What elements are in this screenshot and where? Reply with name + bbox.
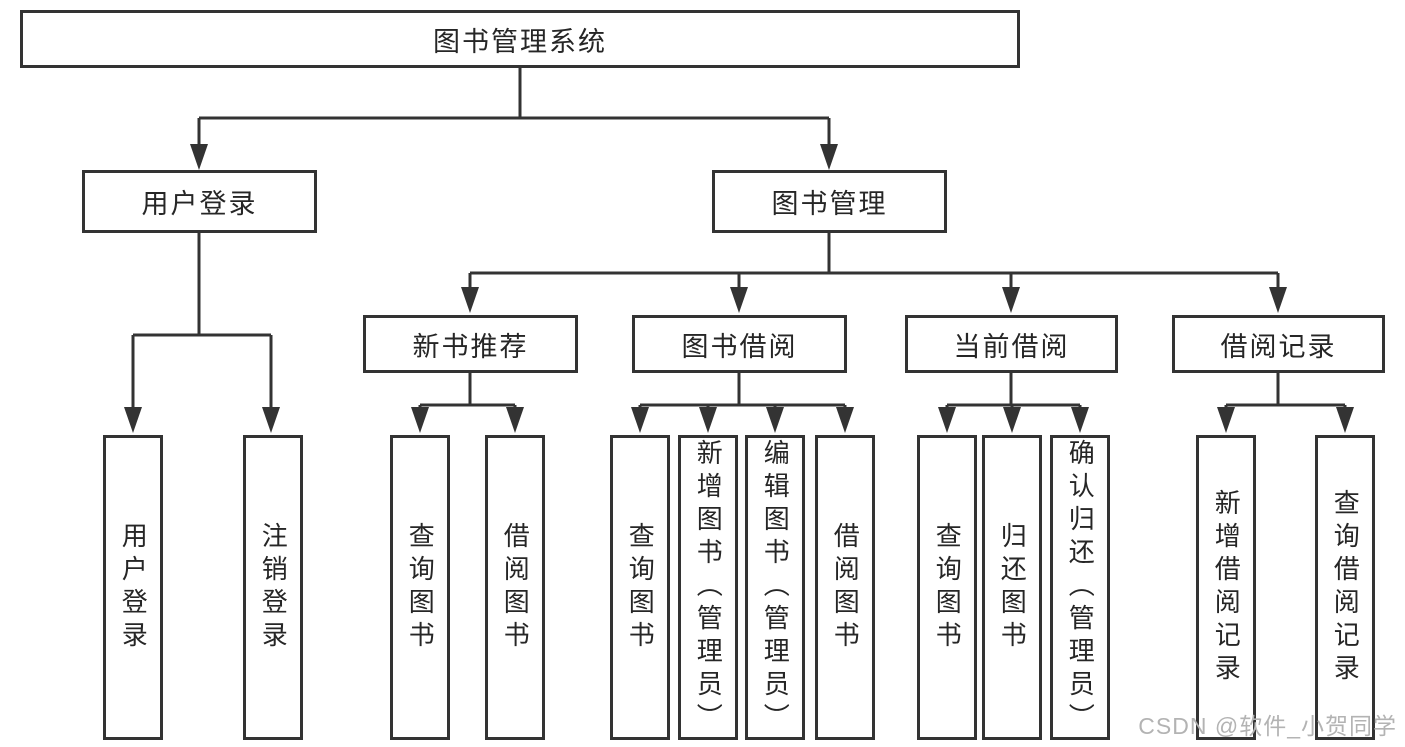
- leaf-return-book: 归还图书: [982, 435, 1042, 740]
- leaf-confirm-return-admin-label: 确认归还（管理员）: [1065, 439, 1096, 736]
- leaf-edit-book-admin: 编辑图书（管理员）: [745, 435, 805, 740]
- node-user-login: 用户登录: [82, 170, 317, 233]
- node-book-borrow-label: 图书借阅: [681, 331, 798, 362]
- leaf-add-borrow-record-label: 新增借阅记录: [1211, 488, 1242, 687]
- leaf-query-books-1-label: 查询图书: [405, 521, 436, 654]
- node-borrow-records: 借阅记录: [1172, 315, 1385, 373]
- leaf-query-books-1: 查询图书: [390, 435, 450, 740]
- node-current-borrow: 当前借阅: [905, 315, 1118, 373]
- leaf-user-login-label: 用户登录: [118, 521, 149, 654]
- leaf-edit-book-admin-label: 编辑图书（管理员）: [760, 439, 791, 736]
- node-book-management: 图书管理: [712, 170, 947, 233]
- node-root: 图书管理系统: [20, 10, 1020, 68]
- leaf-query-books-3: 查询图书: [917, 435, 977, 740]
- node-book-management-label: 图书管理: [771, 189, 888, 219]
- leaf-borrow-books-1-label: 借阅图书: [500, 521, 531, 654]
- node-root-label: 图书管理系统: [433, 26, 607, 57]
- leaf-user-login: 用户登录: [103, 435, 163, 740]
- leaf-borrow-books-2: 借阅图书: [815, 435, 875, 740]
- leaf-logout: 注销登录: [243, 435, 303, 740]
- leaf-add-borrow-record: 新增借阅记录: [1196, 435, 1256, 740]
- watermark: CSDN @软件_小贺同学: [1138, 713, 1397, 739]
- leaf-borrow-books-2-label: 借阅图书: [830, 521, 861, 654]
- leaf-query-borrow-record: 查询借阅记录: [1315, 435, 1375, 740]
- node-book-borrow: 图书借阅: [632, 315, 847, 373]
- leaf-query-borrow-record-label: 查询借阅记录: [1330, 488, 1361, 687]
- node-user-login-label: 用户登录: [141, 189, 258, 219]
- node-new-book-recommend-label: 新书推荐: [412, 331, 529, 362]
- leaf-query-books-2-label: 查询图书: [625, 521, 656, 654]
- leaf-borrow-books-1: 借阅图书: [485, 435, 545, 740]
- leaf-return-book-label: 归还图书: [997, 521, 1028, 654]
- node-new-book-recommend: 新书推荐: [363, 315, 578, 373]
- leaf-query-books-2: 查询图书: [610, 435, 670, 740]
- leaf-add-book-admin: 新增图书（管理员）: [678, 435, 738, 740]
- node-current-borrow-label: 当前借阅: [953, 331, 1070, 362]
- leaf-confirm-return-admin: 确认归还（管理员）: [1050, 435, 1110, 740]
- node-borrow-records-label: 借阅记录: [1220, 331, 1337, 362]
- leaf-add-book-admin-label: 新增图书（管理员）: [693, 439, 724, 736]
- leaf-logout-label: 注销登录: [258, 521, 289, 654]
- leaf-query-books-3-label: 查询图书: [932, 521, 963, 654]
